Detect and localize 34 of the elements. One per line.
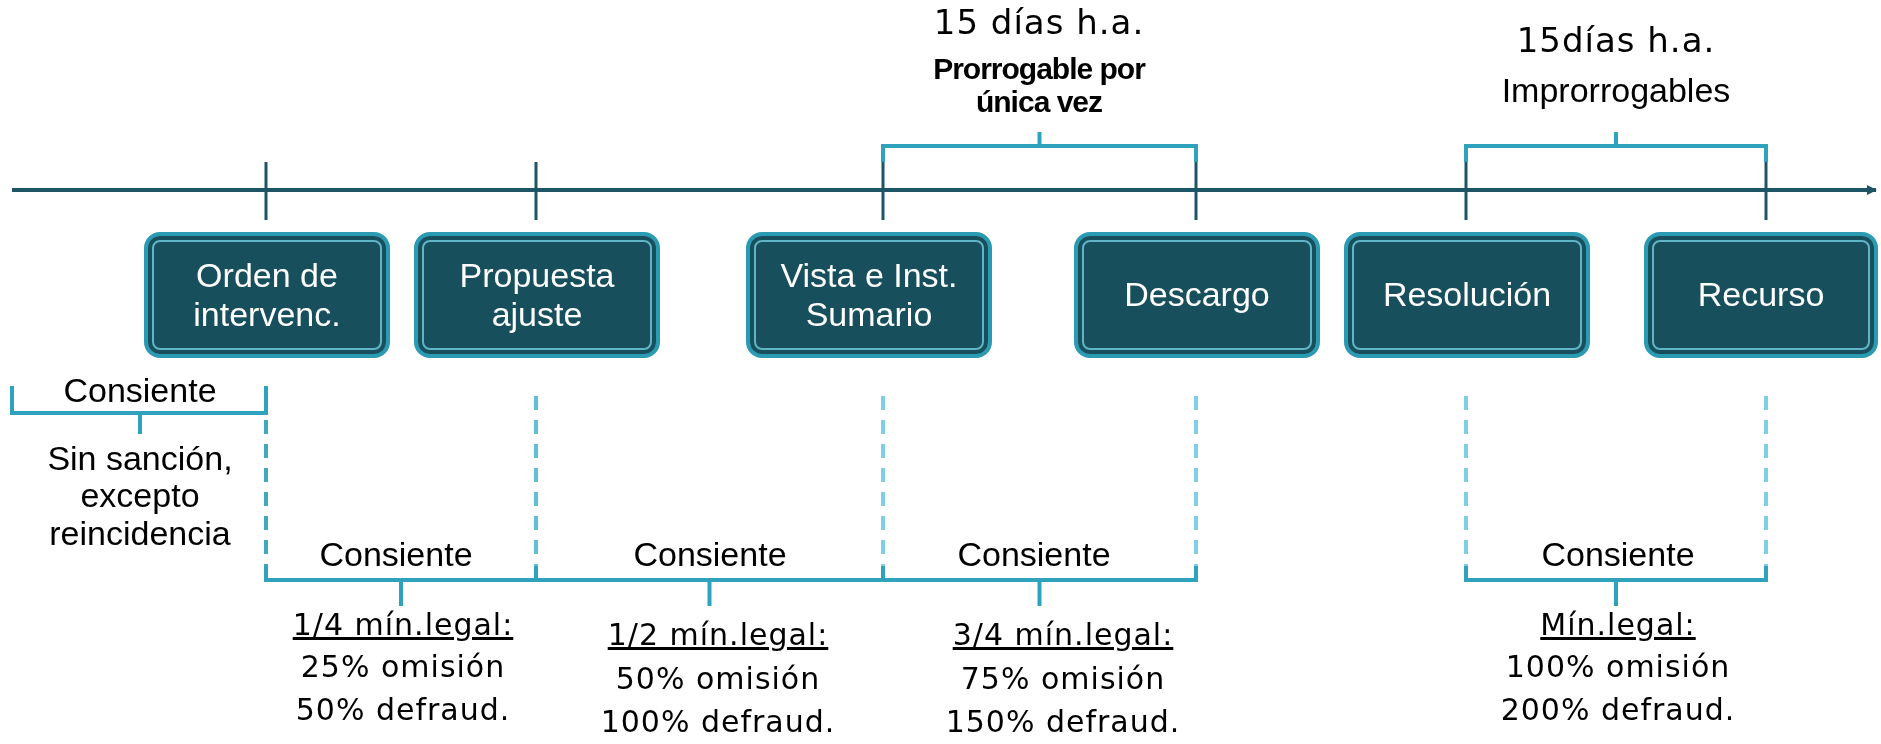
penalty-note: 100% omisión <box>1504 650 1732 683</box>
option-label: Consiente <box>632 536 788 574</box>
option-label: Consiente <box>318 536 474 574</box>
penalty-note: 100% defraud. <box>599 705 837 738</box>
penalty-heading: 1/2 mín.legal: <box>606 618 830 651</box>
penalty-heading: Mín.legal: <box>1539 608 1697 641</box>
penalty-heading: 3/4 mín.legal: <box>951 618 1175 651</box>
stage-box <box>414 232 660 358</box>
penalty-note: 50% omisión <box>614 662 822 695</box>
period-note: Improrrogables <box>1500 72 1732 110</box>
option-label: Consiente <box>1540 536 1696 574</box>
stage-label: Orden de intervenc. <box>192 255 342 335</box>
stage-label: Resolución <box>1382 275 1552 315</box>
stage-label: Descargo <box>1124 275 1270 315</box>
penalty-note: 150% defraud. <box>944 705 1182 738</box>
stage-box <box>1074 232 1320 358</box>
penalty-note: 75% omisión <box>959 662 1167 695</box>
penalty-note: 25% omisión <box>299 650 507 683</box>
penalty-note: 200% defraud. <box>1499 693 1737 726</box>
period-note: 15días h.a. <box>1515 22 1717 60</box>
period-note: Prorrogable por única vez <box>932 52 1147 118</box>
stage-box <box>1344 232 1590 358</box>
penalty-heading: 1/4 mín.legal: <box>291 608 515 641</box>
stage-box <box>144 232 390 358</box>
stage-box <box>1644 232 1878 358</box>
period-note: 15 días h.a. <box>932 4 1146 42</box>
stage-box <box>746 232 992 358</box>
stage-label: Recurso <box>1697 275 1825 315</box>
stage-label: Propuesta ajuste <box>458 255 616 335</box>
outcome-note: Sin sanción, excepto reincidencia <box>46 440 234 553</box>
penalty-note: 50% defraud. <box>294 693 512 726</box>
option-label: Consiente <box>62 372 218 410</box>
stage-label: Vista e Inst. Sumario <box>779 255 959 335</box>
option-label: Consiente <box>956 536 1112 574</box>
